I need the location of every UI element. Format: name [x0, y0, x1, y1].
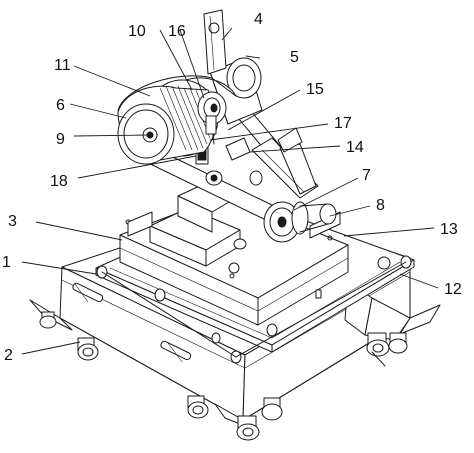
callout-15: 15 — [306, 81, 324, 98]
callout-2: 2 — [4, 347, 13, 364]
callout-8: 8 — [376, 197, 385, 214]
caster-wheel-right — [366, 332, 390, 367]
pulley-ribs — [159, 85, 213, 151]
callout-10: 10 — [128, 23, 146, 40]
callout-12: 12 — [444, 281, 462, 298]
callout-3: 3 — [8, 213, 17, 230]
hanging-bracket — [203, 9, 227, 75]
callout-13: 13 — [440, 221, 458, 238]
callout-7: 7 — [362, 167, 371, 184]
callout-14: 14 — [346, 139, 364, 156]
callout-1: 1 — [2, 254, 11, 271]
callout-9: 9 — [56, 131, 65, 148]
callout-17: 17 — [334, 115, 352, 132]
leader-lines — [21, 27, 439, 355]
caster-wheel-front-right — [261, 397, 283, 421]
callout-16: 16 — [168, 23, 186, 40]
callout-6: 6 — [56, 97, 65, 114]
caster-wheel-front — [236, 415, 260, 441]
caster-wheel-left — [77, 337, 99, 361]
callout-18: 18 — [50, 173, 68, 190]
caster-wheel-left-rear — [39, 311, 57, 329]
callout-4: 4 — [254, 11, 263, 28]
callout-11: 11 — [54, 57, 71, 74]
callout-labels: 1 2 3 4 5 6 7 8 9 10 11 12 13 14 15 16 1… — [2, 11, 462, 364]
caster-wheels — [39, 311, 408, 441]
caster-wheel-right-rear — [388, 332, 408, 354]
callout-5: 5 — [290, 49, 299, 66]
caster-wheel-front-left — [187, 395, 209, 419]
